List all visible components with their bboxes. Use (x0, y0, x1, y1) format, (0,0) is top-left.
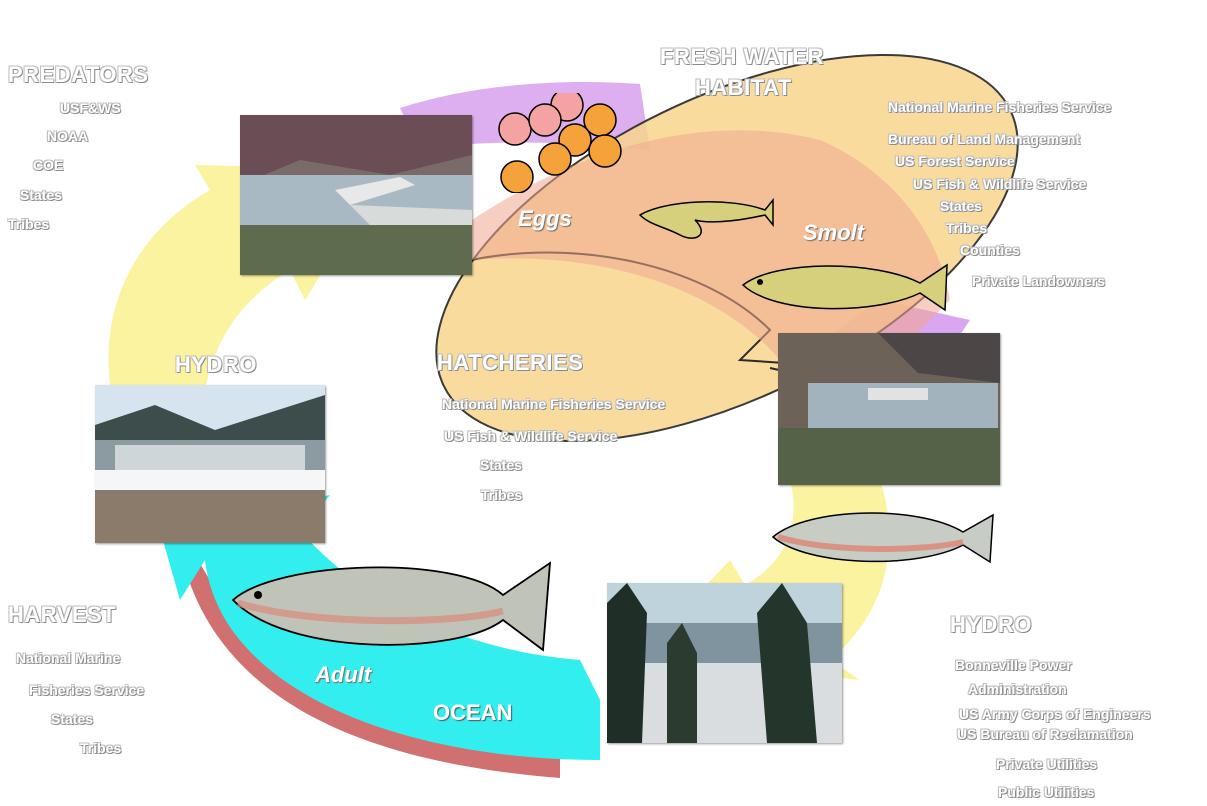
hatcheries-agency: States (480, 457, 522, 473)
predators-heading: PREDATORS (8, 62, 149, 88)
hydro-agency: US Bureau of Reclamation (957, 726, 1133, 742)
hatcheries-agency: US Fish & Wildlife Service (444, 428, 617, 444)
hydro-agency: Private Utilities (996, 756, 1097, 772)
hydro-agency: Administration (968, 681, 1067, 697)
smolt-label: Smolt (803, 220, 864, 246)
habitat-agency: US Forest Service (895, 153, 1015, 169)
salmon-fish-illustration (768, 497, 998, 577)
harvest-agency: States (51, 711, 93, 727)
habitat-agency: Bureau of Land Management (888, 131, 1080, 147)
hydro-right-heading: HYDRO (950, 612, 1032, 638)
ocean-label: OCEAN (433, 700, 512, 726)
predators-agency: States (20, 187, 62, 203)
habitat-agency: States (940, 198, 982, 214)
hydro-agency: Bonneville Power (955, 657, 1072, 673)
hatcheries-agency: National Marine Fisheries Service (442, 396, 665, 412)
eggs-illustration (495, 93, 635, 193)
habitat-agency: Private Landowners (972, 273, 1105, 289)
eggs-label: Eggs (518, 206, 572, 232)
hydro-left-heading: HYDRO (175, 352, 257, 378)
dam-photo-top (240, 115, 472, 275)
dam-photo-right (778, 333, 1000, 485)
habitat-agency: Counties (960, 242, 1020, 258)
dam-photo-bottom (607, 583, 842, 743)
hydro-agency: Public Utilities (998, 784, 1094, 800)
hatcheries-agency: Tribes (481, 487, 522, 503)
smolt-fish-illustration (735, 255, 955, 325)
fresh-water-heading: FRESH WATER (660, 44, 824, 70)
predators-agency: COE (33, 157, 63, 173)
harvest-agency: Fisheries Service (29, 682, 144, 698)
dam-photo-left (95, 385, 325, 543)
habitat-agency: Tribes (946, 220, 987, 236)
fry-fish-illustration (635, 195, 775, 245)
hatcheries-heading: HATCHERIES (437, 350, 583, 376)
predators-agency: Tribes (8, 216, 49, 232)
adult-salmon-illustration (228, 545, 558, 665)
adult-label: Adult (315, 662, 371, 688)
hydro-agency: US Army Corps of Engineers (959, 706, 1151, 722)
predators-agency: NOAA (47, 128, 88, 144)
predators-agency: USF&WS (60, 100, 121, 116)
habitat-heading: HABITAT (695, 75, 792, 101)
harvest-agency: National Marine (16, 650, 120, 666)
harvest-agency: Tribes (80, 740, 121, 756)
habitat-agency: US Fish & Wildlife Service (913, 176, 1086, 192)
habitat-agency: National Marine Fisheries Service (888, 99, 1111, 115)
harvest-heading: HARVEST (8, 602, 116, 628)
